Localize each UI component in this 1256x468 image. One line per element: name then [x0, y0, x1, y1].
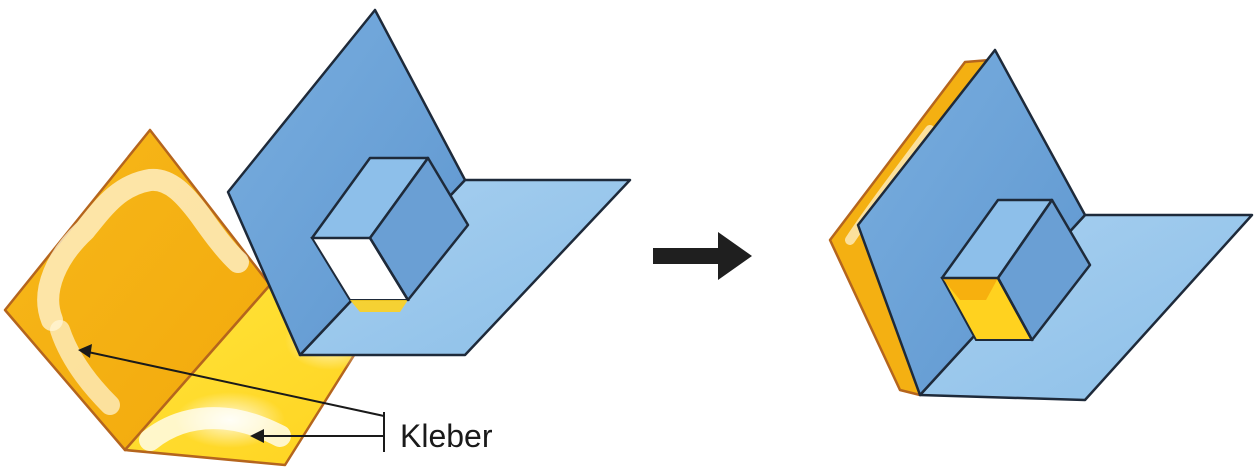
blue-card-back-panel: [226, 8, 467, 357]
right-assembly: [828, 48, 1254, 402]
left-assembly: Kleber: [3, 8, 632, 467]
glue-patch-back: [37, 168, 249, 331]
blue-card: [226, 8, 632, 357]
glue-annotation: Kleber: [78, 344, 493, 454]
result-arrow: [653, 232, 752, 280]
assembled-back-panel: [856, 48, 1087, 397]
glue-label: Kleber: [400, 418, 493, 454]
annotation-arrow-upper: [87, 351, 385, 417]
